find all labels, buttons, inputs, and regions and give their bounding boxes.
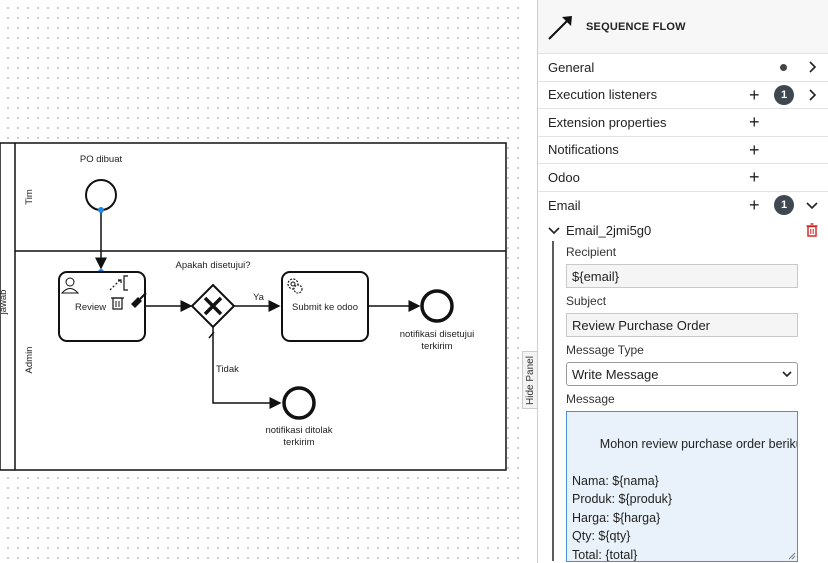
connect-tool-icon[interactable]	[109, 279, 122, 291]
bpmn-canvas[interactable]: jawab Tim Admin PO dibuat	[0, 0, 522, 563]
bpmn-diagram[interactable]: jawab Tim Admin PO dibuat	[0, 0, 522, 563]
hide-panel-label: Hide Panel	[524, 355, 536, 405]
annotation-tool-icon[interactable]	[123, 275, 128, 291]
hide-panel-toggle[interactable]: Hide Panel	[522, 351, 537, 409]
lane-admin[interactable]: Admin	[24, 347, 35, 374]
message-type-label: Message Type	[566, 343, 644, 357]
count-badge: 1	[774, 84, 794, 105]
email-section: Email_2jmi5g0 Recipient ${email} Subject…	[538, 219, 828, 562]
add-odoo-button[interactable]: +	[749, 167, 760, 188]
group-label: Odoo	[548, 169, 580, 185]
waypoint-handle[interactable]	[98, 207, 104, 213]
task-review-label: Review	[75, 302, 106, 313]
subject-label: Subject	[566, 294, 607, 308]
sequence-flow-no[interactable]	[208, 327, 282, 409]
trash-icon[interactable]	[111, 297, 124, 310]
group-label: Execution listeners	[548, 87, 658, 103]
task-review[interactable]: Review	[58, 271, 146, 342]
add-listener-button[interactable]: +	[749, 84, 760, 105]
add-extension-property-button[interactable]: +	[749, 112, 760, 133]
lane-label-admin: Admin	[24, 347, 35, 374]
resize-grip-icon[interactable]	[788, 552, 796, 560]
group-extension-properties[interactable]: Extension properties +	[538, 109, 828, 137]
add-notification-button[interactable]: +	[749, 139, 760, 160]
email-form: Recipient ${email} Subject Review Purcha…	[552, 241, 822, 562]
delete-icon[interactable]	[806, 223, 818, 237]
lane-tim[interactable]: Tim	[24, 189, 35, 205]
chevron-right-icon	[809, 61, 817, 73]
flow-no-label: Tidak	[216, 364, 239, 375]
status-dot-icon	[780, 63, 787, 71]
gateway-label: Apakah disetujui?	[176, 260, 251, 271]
chevron-down-icon	[548, 227, 560, 235]
group-label: General	[548, 59, 595, 75]
count-badge: 1	[774, 195, 794, 216]
start-event[interactable]	[85, 179, 117, 211]
message-textarea[interactable]: Mohon review purchase order berikut ini …	[566, 411, 798, 562]
end-approved-label-2: terkirim	[421, 341, 452, 352]
message-label: Message	[566, 392, 615, 406]
panel-title: SEQUENCE FLOW	[586, 20, 686, 33]
pool-label: jawab	[0, 290, 9, 316]
user-icon	[60, 277, 80, 294]
email-item-header[interactable]: Email_2jmi5g0	[538, 219, 828, 241]
group-odoo[interactable]: Odoo +	[538, 164, 828, 192]
task-submit-label: Submit ke odoo	[292, 302, 358, 313]
message-text: Mohon review purchase order berikut ini …	[572, 436, 797, 562]
end-approved-label-1: notifikasi disetujui	[400, 329, 474, 340]
group-execution-listeners[interactable]: Execution listeners + 1	[538, 82, 828, 109]
task-submit[interactable]: Submit ke odoo	[281, 271, 369, 342]
subject-field[interactable]: Review Purchase Order	[566, 313, 798, 337]
email-item-name: Email_2jmi5g0	[566, 222, 652, 238]
end-rejected-label-1: notifikasi ditolak	[265, 425, 332, 436]
end-rejected-label-2: terkirim	[283, 437, 314, 448]
message-type-value: Write Message	[572, 366, 659, 382]
chevron-right-icon	[809, 89, 817, 101]
end-event-approved[interactable]	[420, 289, 454, 323]
recipient-field[interactable]: ${email}	[566, 264, 798, 288]
group-email[interactable]: Email + 1	[538, 192, 828, 220]
add-email-button[interactable]: +	[749, 195, 760, 216]
flow-yes-label: Ya	[253, 292, 265, 303]
chevron-down-icon	[782, 371, 792, 378]
sequence-flow-icon	[548, 15, 572, 40]
message-type-select[interactable]: Write Message	[566, 362, 798, 386]
chevron-down-icon	[806, 202, 818, 210]
group-label: Notifications	[548, 142, 619, 158]
properties-panel: SEQUENCE FLOW General Execution listener…	[537, 0, 828, 563]
group-label: Email	[548, 197, 581, 213]
panel-header: SEQUENCE FLOW	[538, 0, 828, 54]
group-label: Extension properties	[548, 114, 667, 130]
start-event-label: PO dibuat	[80, 154, 123, 165]
group-notifications[interactable]: Notifications +	[538, 137, 828, 164]
lane-label-tim: Tim	[24, 189, 35, 205]
end-event-rejected[interactable]	[282, 386, 316, 420]
group-general[interactable]: General	[538, 54, 828, 82]
paint-brush-icon[interactable]	[131, 292, 147, 308]
gear-icon	[287, 278, 303, 294]
recipient-label: Recipient	[566, 245, 617, 259]
